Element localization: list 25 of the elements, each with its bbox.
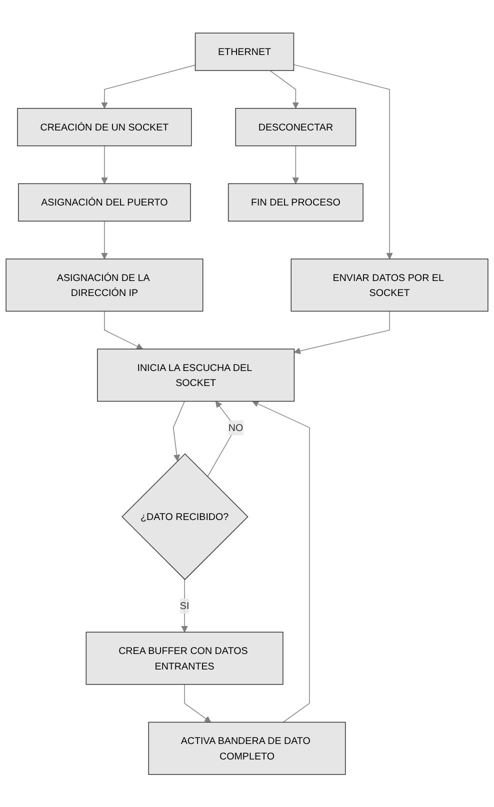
edge-label: NO [228, 421, 244, 433]
node-box: ASIGNACIÓN DEL PUERTO [18, 183, 191, 222]
arrow [184, 684, 212, 722]
node-box: CREACIÓN DE UN SOCKET [17, 108, 192, 146]
node-diamond: ¿DATO RECIBIDO? [122, 453, 248, 580]
arrow [270, 70, 300, 108]
node-box: ETHERNET [194, 32, 294, 71]
arrow [101, 64, 196, 108]
node-box: ACTIVA BANDERA DE DATO COMPLETO [148, 722, 346, 775]
arrow [101, 220, 108, 260]
node-box: ENVIAR DATOS POR EL SOCKET [290, 258, 488, 312]
node-box: FIN DEL PROCESO [228, 183, 364, 222]
arrow [104, 310, 144, 350]
arrow [292, 145, 300, 184]
node-box: DESCONECTAR [235, 108, 356, 146]
arrow [172, 400, 185, 461]
node-box: INICIA LA ESCUCHA DEL SOCKET [97, 348, 295, 402]
arrow [101, 145, 108, 184]
arrow [181, 578, 188, 632]
arrow [252, 400, 310, 722]
arrow [294, 310, 390, 354]
edge-label: SI [180, 600, 190, 612]
node-box: CREA BUFFER CON DATOS ENTRANTES [86, 632, 284, 684]
arrow [293, 64, 393, 260]
node-box: ASIGNACIÓN DE LA DIRECCIÓN IP [6, 258, 204, 312]
